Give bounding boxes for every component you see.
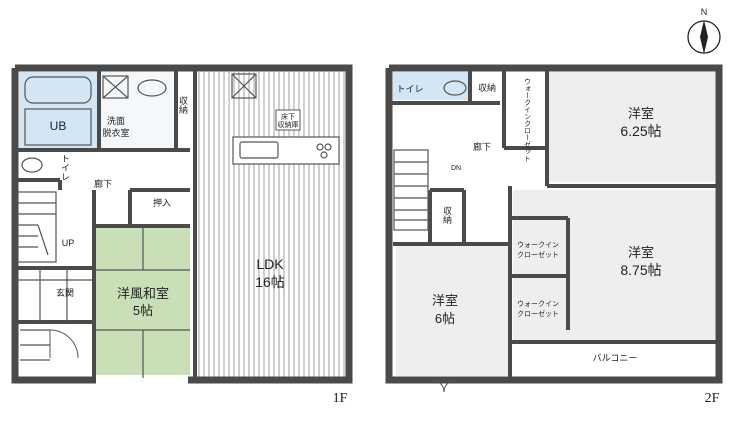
room2-label-walkin1-2: クローゼット xyxy=(517,250,559,259)
room2-label-walkin2-2: クローゼット xyxy=(517,309,559,318)
compass-needle-icon xyxy=(700,20,708,54)
stairs2-outline xyxy=(393,149,429,231)
floor1-stairs xyxy=(17,191,57,263)
room2-label-storage2: 収納 xyxy=(442,205,452,225)
stove-burner-icon xyxy=(320,151,328,159)
ldk-floor-stripes xyxy=(198,72,345,377)
room2-label-toilet: トイレ xyxy=(396,84,423,94)
compass-north-label: N xyxy=(701,7,708,17)
underfloor-storage xyxy=(275,109,301,131)
floor2-stairs xyxy=(393,149,429,231)
fridge-icon xyxy=(231,73,257,99)
room-label-toilet: トイレ xyxy=(60,154,70,181)
stove-burner-icon xyxy=(324,143,332,151)
floor1-label: 1F xyxy=(333,391,348,406)
room-b-fill xyxy=(513,190,715,340)
stair-arrow-icon xyxy=(37,224,49,256)
fridge-cross xyxy=(231,73,257,99)
room2-size-b: 8.75帖 xyxy=(620,262,661,278)
room-size-japanese: 5帖 xyxy=(133,303,153,318)
room-label-entrance: 玄関 xyxy=(56,287,74,298)
washer-cross xyxy=(102,75,129,99)
room-label-hallway: 廊下 xyxy=(94,178,112,189)
bath-floor xyxy=(24,108,92,146)
floor2-outer-wall xyxy=(385,64,723,384)
compass: N xyxy=(687,7,721,54)
washer-icon xyxy=(102,75,129,99)
room2-label-walkin1-1: ウォークイン xyxy=(517,241,559,249)
label-pantry-2: 収納庫 xyxy=(278,120,299,129)
room-label-closet: 押入 xyxy=(153,197,171,208)
room-a-fill xyxy=(547,72,715,182)
stairs2-dn-label: DN xyxy=(451,165,461,172)
room-label-washroom-2: 脱衣室 xyxy=(102,127,129,138)
entrance-floor xyxy=(15,268,94,361)
room-size-ldk: 16帖 xyxy=(255,274,285,290)
stairs-outline xyxy=(17,191,57,263)
entrance-door-icon xyxy=(49,329,79,359)
sink-icon xyxy=(239,141,279,159)
stairs-up-label: UP xyxy=(62,238,75,248)
room2-label-hallway: 廊下 xyxy=(473,141,491,152)
bathroom-fill xyxy=(19,72,99,148)
floor-2: トイレ 収納 ウォークインクローゼット 廊下 DN 収納 洋室 6.25帖 洋室… xyxy=(385,64,723,406)
kitchen-counter xyxy=(232,136,340,165)
room2-label-walkin-vertical: ウォークインクローゼット xyxy=(524,78,532,162)
room2-label-c: 洋室 xyxy=(432,293,458,308)
room2-label-balcony: バルコニー xyxy=(593,353,638,363)
toilet2-icon xyxy=(443,80,467,96)
room2-label-b: 洋室 xyxy=(628,245,654,260)
room-label-storage: 収納 xyxy=(178,95,188,115)
room2-size-c: 6帖 xyxy=(435,311,455,326)
room-label-washroom-1: 洗面 xyxy=(107,115,125,126)
room2-size-a: 6.25帖 xyxy=(620,123,661,139)
bathtub-icon xyxy=(24,76,92,104)
washroom-fill xyxy=(99,72,174,148)
room-c-fill xyxy=(396,246,511,376)
door-arc-icon xyxy=(443,379,457,393)
floor-1: UB 洗面 脱衣室 収納 トイレ 廊下 押入 UP 玄関 洋風和室 5帖 LDK… xyxy=(11,64,353,406)
washbasin-icon xyxy=(137,79,167,97)
room-label-ldk: LDK xyxy=(256,256,284,272)
toilet-icon xyxy=(21,157,43,173)
room2-label-a: 洋室 xyxy=(628,106,654,121)
room2-label-storage: 収納 xyxy=(478,82,496,93)
room2-label-walkin2-1: ウォークイン xyxy=(517,300,559,308)
label-pantry-1: 床下 xyxy=(281,112,295,121)
room-label-ub: UB xyxy=(50,119,67,133)
floor1-outer-wall xyxy=(11,64,353,384)
stove-burner-icon xyxy=(316,143,324,151)
floor2-label: 2F xyxy=(705,391,720,406)
room-label-japanese: 洋風和室 xyxy=(117,286,169,301)
